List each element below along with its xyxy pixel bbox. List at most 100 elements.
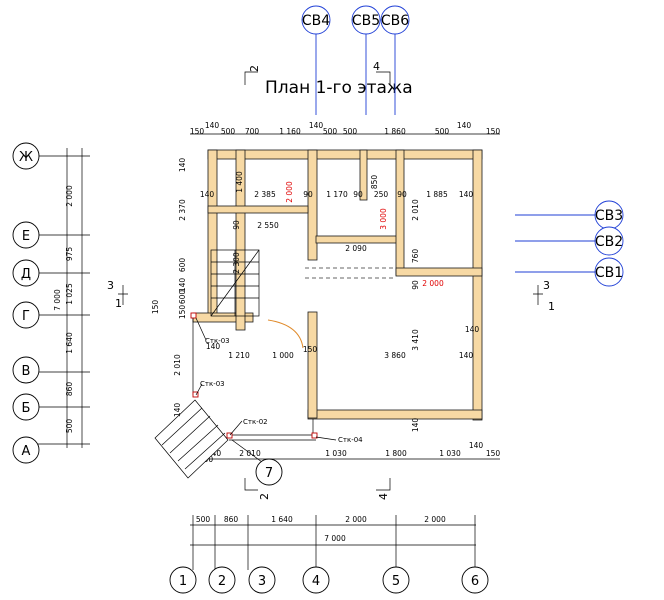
svg-text:500: 500 (65, 419, 74, 434)
svg-text:150: 150 (178, 305, 187, 320)
svg-text:2 300: 2 300 (232, 252, 241, 274)
svg-text:3 000: 3 000 (379, 208, 388, 230)
svg-text:3 860: 3 860 (384, 351, 406, 360)
wall-section-top-markers: СВ4 СВ5 СВ6 (301, 5, 410, 35)
left-axis-markers: Ж Е Д Г В Б А 2 000 975 1 025 1 640 860 … (12, 142, 90, 464)
svg-text:2 385: 2 385 (254, 190, 276, 199)
svg-text:3: 3 (543, 279, 550, 292)
svg-text:2 550: 2 550 (257, 221, 279, 230)
svg-text:860: 860 (65, 382, 74, 397)
svg-text:140: 140 (457, 121, 472, 130)
porch: Стк-03 Стк-03 Стк-02 Стк-04 (154, 312, 363, 479)
wall-section-label: СВ3 (595, 208, 623, 224)
svg-text:2 000: 2 000 (345, 515, 367, 524)
svg-text:1 030: 1 030 (325, 449, 347, 458)
svg-text:500: 500 (435, 127, 450, 136)
axis-label: Ж (19, 150, 33, 165)
svg-text:600: 600 (178, 258, 187, 273)
svg-text:2 010: 2 010 (239, 449, 261, 458)
svg-text:1 885: 1 885 (426, 190, 448, 199)
svg-text:4: 4 (377, 493, 390, 500)
svg-text:2 090: 2 090 (345, 244, 367, 253)
axis-label: 2 (218, 574, 226, 589)
svg-text:2 370: 2 370 (178, 199, 187, 221)
post-label: Стк-03 (200, 380, 225, 388)
axis-label: 1 (179, 574, 187, 589)
svg-text:140: 140 (173, 403, 182, 418)
svg-text:2 000: 2 000 (422, 279, 444, 288)
svg-text:2: 2 (248, 65, 261, 72)
svg-text:140: 140 (465, 325, 480, 334)
svg-text:975: 975 (65, 247, 74, 262)
wall-section-label: СВ5 (352, 13, 380, 29)
post-label: Стк-04 (338, 436, 363, 444)
section-mark-2-bottom: 2 (244, 478, 271, 500)
svg-text:1 400: 1 400 (235, 171, 244, 193)
svg-text:90: 90 (353, 190, 363, 199)
svg-text:2 000: 2 000 (65, 185, 74, 207)
interior-dimensions-red: 2 000 3 000 2 000 (285, 181, 444, 288)
svg-text:1: 1 (115, 297, 122, 310)
svg-text:1 160: 1 160 (279, 127, 301, 136)
section-mark-4-top: 4 (373, 60, 391, 84)
svg-text:500: 500 (196, 515, 211, 524)
svg-text:1 170: 1 170 (326, 190, 348, 199)
section-mark-4-bottom: 4 (376, 478, 391, 500)
axis-label: Д (21, 267, 31, 282)
svg-text:1 800: 1 800 (385, 449, 407, 458)
svg-text:90: 90 (232, 220, 241, 230)
svg-text:7: 7 (265, 466, 273, 481)
axis-label: Г (22, 309, 30, 324)
svg-text:90: 90 (397, 190, 407, 199)
svg-text:1: 1 (548, 300, 555, 313)
svg-text:140: 140 (469, 441, 484, 450)
svg-text:1 860: 1 860 (384, 127, 406, 136)
section-mark-3-left: 3 1 (107, 279, 128, 310)
wall-section-right-markers: СВ3 СВ2 СВ1 (594, 200, 624, 287)
svg-text:150: 150 (190, 127, 205, 136)
post-label: Стк-02 (243, 418, 268, 426)
svg-text:2: 2 (258, 493, 271, 500)
svg-text:1 025: 1 025 (65, 283, 74, 305)
wall-section-label: СВ6 (381, 13, 409, 29)
svg-text:1 640: 1 640 (271, 515, 293, 524)
svg-text:2 010: 2 010 (173, 354, 182, 376)
post-marker (311, 432, 318, 439)
svg-text:7 000: 7 000 (324, 534, 346, 543)
wall-section-label: СВ1 (595, 265, 623, 281)
svg-text:3: 3 (107, 279, 114, 292)
svg-text:140: 140 (205, 121, 220, 130)
svg-text:150: 150 (303, 345, 318, 354)
axis-label: 5 (392, 574, 400, 589)
axis-label: 6 (471, 574, 479, 589)
svg-text:1 640: 1 640 (65, 332, 74, 354)
svg-text:850: 850 (370, 175, 379, 190)
walls (192, 149, 483, 421)
wall-section-lines (315, 32, 595, 273)
section-mark-3-right: 3 1 (533, 279, 555, 313)
svg-text:140: 140 (459, 351, 474, 360)
svg-text:1 030: 1 030 (439, 449, 461, 458)
beam-dashed (305, 267, 395, 279)
door-swing (267, 319, 304, 349)
axis-label: Е (22, 229, 30, 244)
bottom-axis-markers: 500 860 1 640 2 000 2 000 7 000 1 2 3 4 … (169, 515, 489, 594)
top-dimensions: 140 150 500 700 1 160 140 500 500 1 860 … (190, 121, 501, 136)
svg-text:2 000: 2 000 (424, 515, 446, 524)
svg-text:860: 860 (224, 515, 239, 524)
svg-text:1 210: 1 210 (228, 351, 250, 360)
svg-text:150: 150 (486, 127, 501, 136)
post-marker (190, 312, 197, 319)
svg-text:600: 600 (178, 290, 187, 305)
axis-label: В (22, 364, 31, 379)
svg-text:4: 4 (373, 60, 380, 73)
plan-title: План 1-го этажа (265, 78, 413, 98)
svg-text:90: 90 (303, 190, 313, 199)
post-label: Стк-03 (205, 337, 230, 345)
svg-text:140: 140 (309, 121, 324, 130)
svg-text:2 010: 2 010 (411, 199, 420, 221)
svg-text:500: 500 (221, 127, 236, 136)
svg-text:140: 140 (459, 190, 474, 199)
svg-text:1 000: 1 000 (272, 351, 294, 360)
svg-text:2 000: 2 000 (285, 181, 294, 203)
